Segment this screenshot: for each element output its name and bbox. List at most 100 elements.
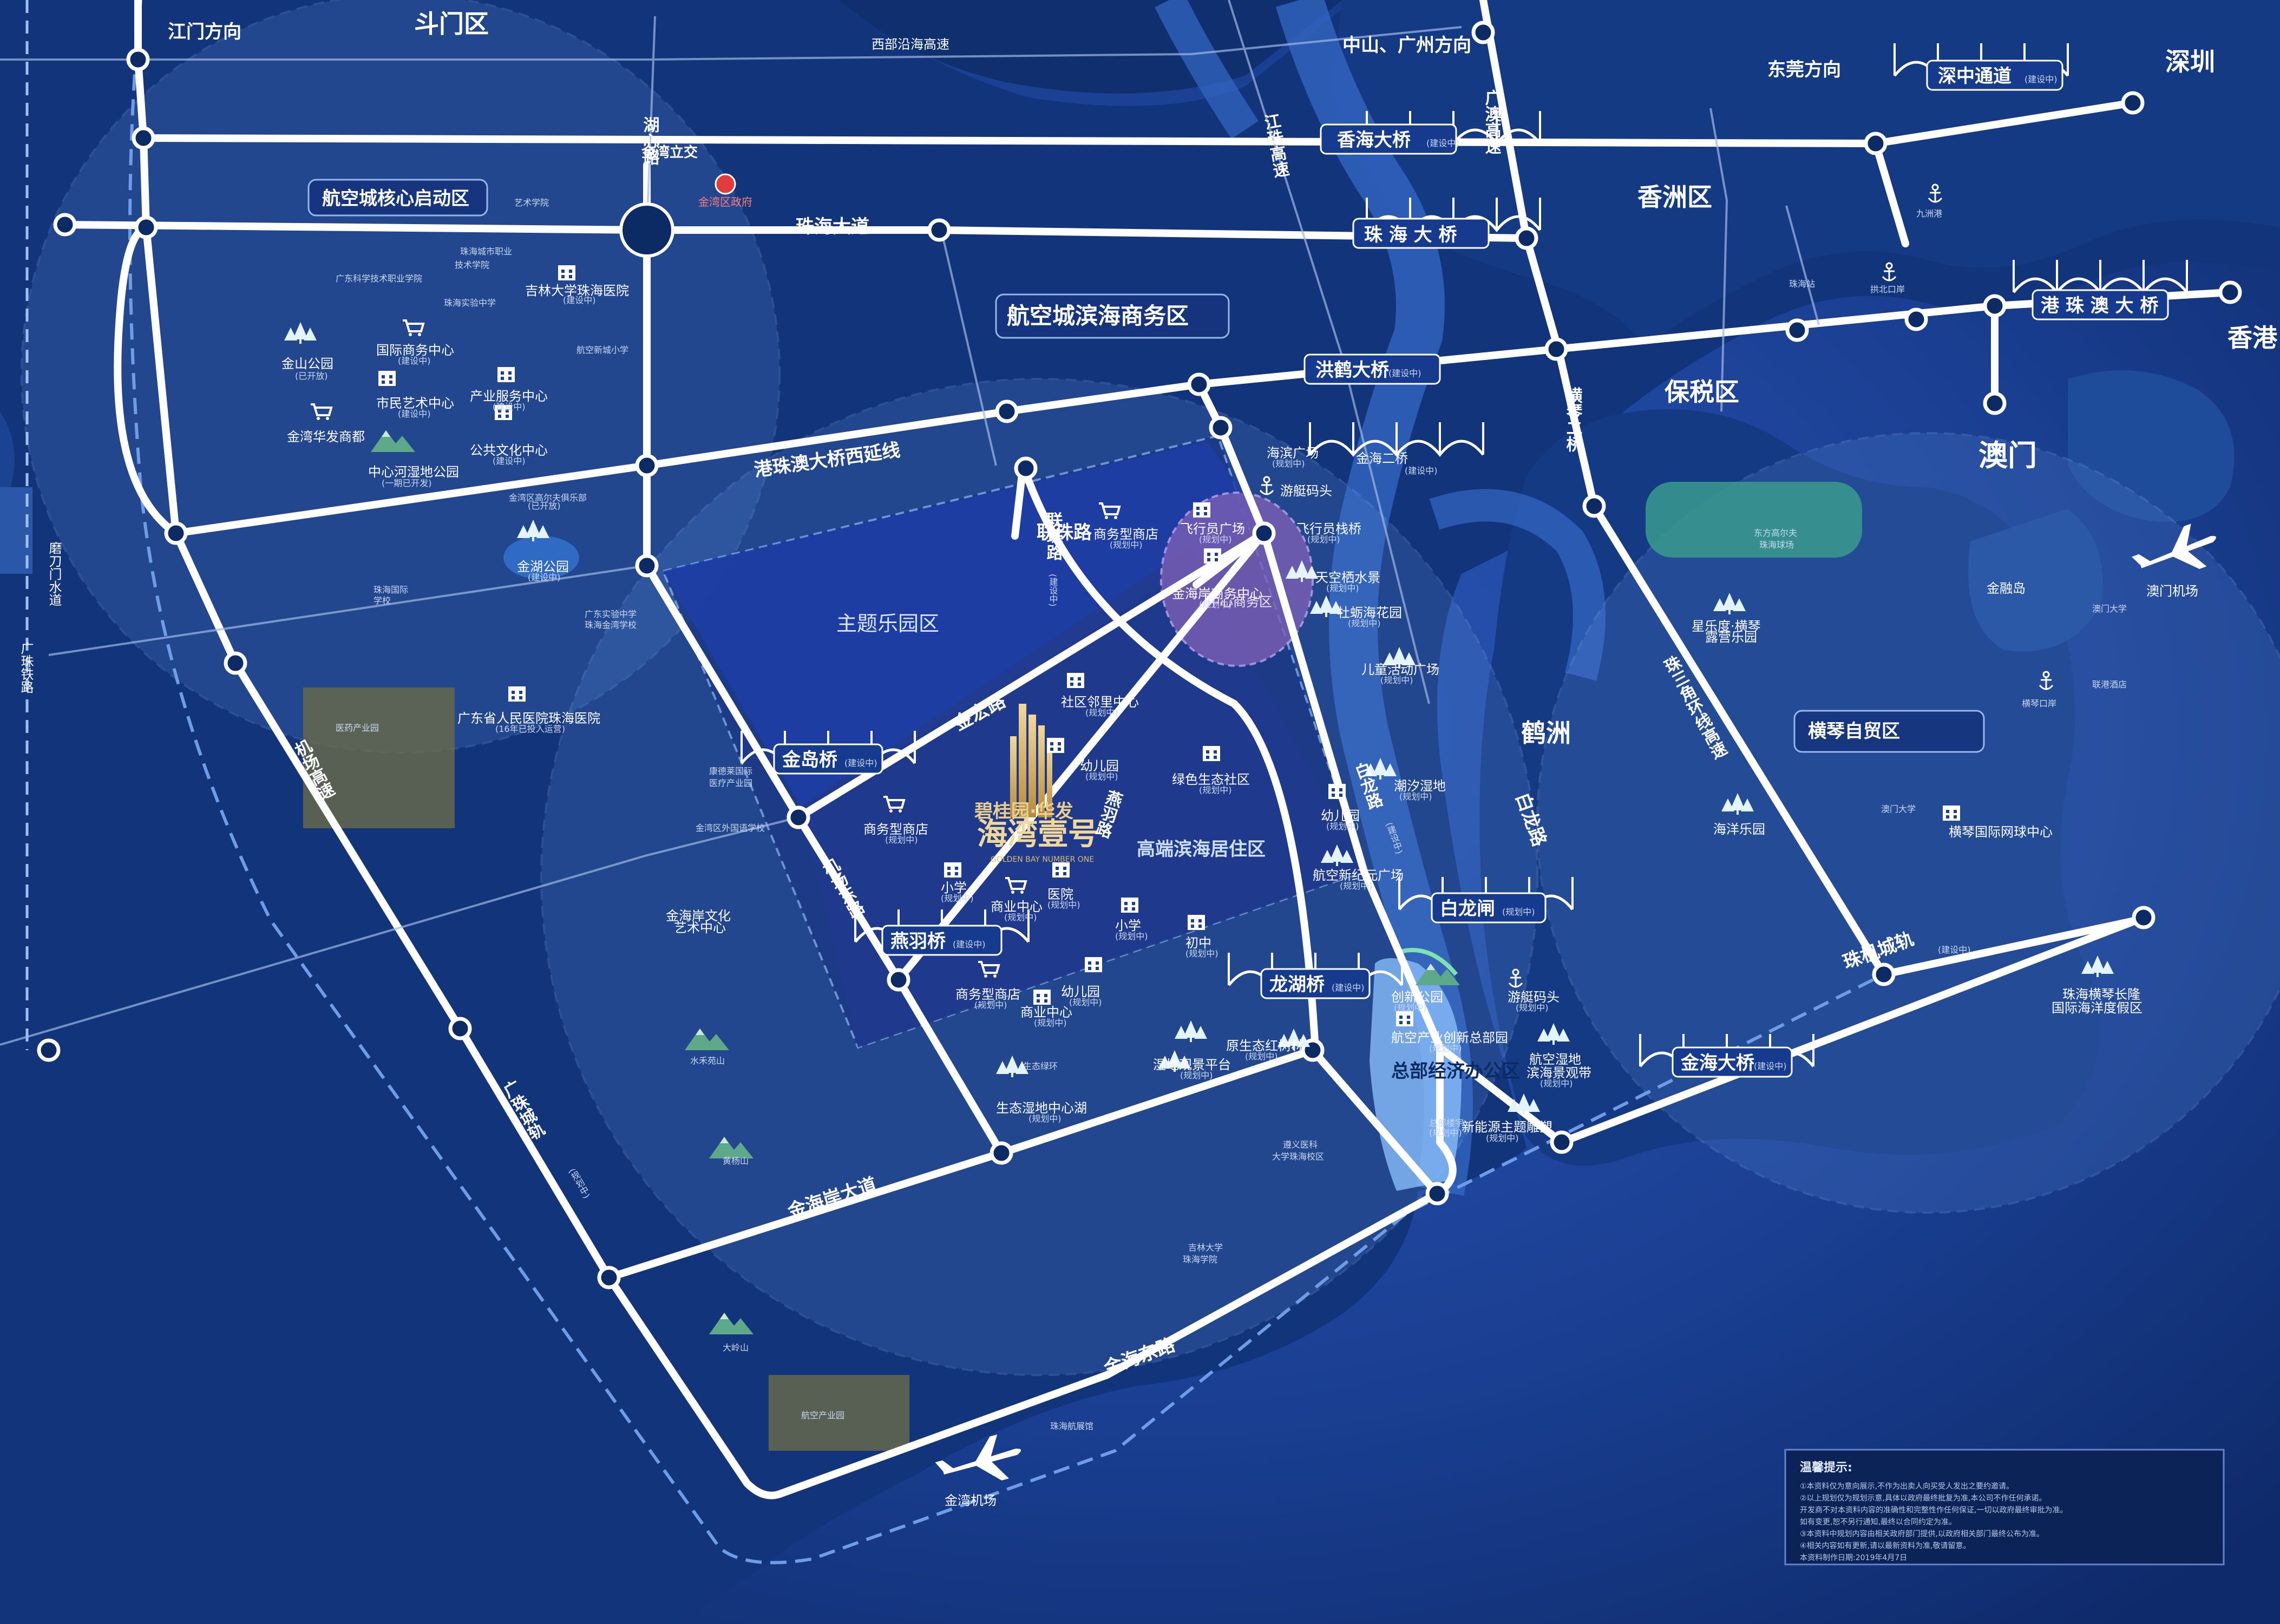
svg-text:滨海景观带: 滨海景观带 bbox=[1526, 1065, 1591, 1081]
svg-text:(规划中): (规划中) bbox=[1069, 997, 1102, 1007]
svg-text:飞行员广场: 飞行员广场 bbox=[1180, 521, 1245, 536]
svg-text:澳门大学: 澳门大学 bbox=[1881, 804, 1916, 814]
svg-text:商务型商店: 商务型商店 bbox=[863, 822, 928, 837]
svg-text:新能源主题雕塑: 新能源主题雕塑 bbox=[1462, 1119, 1552, 1135]
svg-text:海滨广场: 海滨广场 bbox=[1267, 446, 1319, 461]
svg-text:艺术学院: 艺术学院 bbox=[514, 198, 549, 208]
district-doumen: 斗门区 bbox=[414, 9, 489, 38]
svg-text:(建设中): (建设中) bbox=[398, 409, 431, 419]
svg-text:康德莱国际: 康德莱国际 bbox=[709, 766, 752, 776]
svg-text:游艇码头: 游艇码头 bbox=[1280, 483, 1332, 499]
svg-text:水禾苑山: 水禾苑山 bbox=[690, 1056, 725, 1066]
svg-text:广东省人民医院珠海医院: 广东省人民医院珠海医院 bbox=[457, 711, 600, 726]
svg-text:医院: 医院 bbox=[1047, 887, 1073, 902]
svg-text:(规划中): (规划中) bbox=[1085, 771, 1118, 782]
bridge-zhuhai-label: 珠 海 大 桥 bbox=[1364, 224, 1457, 246]
bridge-longhu-label: 龙湖桥 bbox=[1269, 974, 1325, 996]
svg-text:创新公园: 创新公园 bbox=[1391, 990, 1443, 1005]
svg-text:黄杨山: 黄杨山 bbox=[723, 1156, 749, 1166]
svg-text:③本资料中规划内容由相关政府部门提供,以政府相关部门最终公布: ③本资料中规划内容由相关政府部门提供,以政府相关部门最终公布为准。 bbox=[1800, 1529, 2044, 1538]
svg-text:航空新城小学: 航空新城小学 bbox=[576, 345, 628, 355]
svg-text:澳门大学: 澳门大学 bbox=[2092, 604, 2127, 614]
svg-text:拱北口岸: 拱北口岸 bbox=[1870, 284, 1905, 294]
bridge-shenzhong-label: 深中通道 bbox=[1938, 66, 2012, 87]
svg-text:本资料制作日期:2019年4月7日: 本资料制作日期:2019年4月7日 bbox=[1800, 1554, 1907, 1562]
svg-text:湖心路: 湖心路 bbox=[640, 116, 660, 165]
road-junctions bbox=[37, 21, 2242, 1289]
svg-text:广澳高速: 广澳高速 bbox=[1482, 89, 1502, 155]
svg-text:东方高尔夫: 东方高尔夫 bbox=[1754, 528, 1797, 538]
golf-area bbox=[1646, 482, 1862, 558]
svg-text:(建设中): (建设中) bbox=[1048, 574, 1058, 606]
svg-text:(规划中): (规划中) bbox=[1199, 534, 1232, 545]
svg-text:(建设中): (建设中) bbox=[1938, 945, 1971, 955]
svg-text:(建设中): (建设中) bbox=[398, 356, 431, 366]
project-name: 海湾壹号 bbox=[977, 817, 1098, 852]
svg-text:联港酒店: 联港酒店 bbox=[2092, 679, 2127, 690]
svg-text:横琴二桥: 横琴二桥 bbox=[1563, 387, 1583, 453]
svg-text:幼儿园: 幼儿园 bbox=[1061, 984, 1100, 999]
svg-text:(建设中): (建设中) bbox=[2025, 74, 2058, 84]
svg-text:(规划中): (规划中) bbox=[1185, 948, 1218, 959]
svg-text:(规划中): (规划中) bbox=[1486, 1133, 1519, 1143]
svg-text:初中: 初中 bbox=[1185, 935, 1211, 951]
svg-text:国际海洋度假区: 国际海洋度假区 bbox=[2052, 1000, 2143, 1016]
svg-text:艺术中心: 艺术中心 bbox=[674, 920, 726, 935]
svg-text:(规划中): (规划中) bbox=[1047, 900, 1080, 910]
svg-text:(规划中): (规划中) bbox=[1326, 821, 1359, 831]
svg-text:广东科学技术职业学院: 广东科学技术职业学院 bbox=[336, 273, 422, 284]
svg-text:学校: 学校 bbox=[374, 595, 391, 606]
svg-text:联珠路: 联珠路 bbox=[1044, 512, 1063, 560]
svg-text:商务型商店: 商务型商店 bbox=[955, 987, 1020, 1002]
svg-text:(规划中): (规划中) bbox=[1245, 1051, 1278, 1062]
district-macau: 澳门 bbox=[1978, 438, 2037, 473]
svg-text:星乐度·横琴: 星乐度·横琴 bbox=[1692, 619, 1761, 634]
svg-text:吉林大学: 吉林大学 bbox=[1188, 1242, 1223, 1253]
road-zhuhai-ave: 珠海大道 bbox=[796, 216, 869, 238]
svg-text:(规划中): (规划中) bbox=[1516, 1003, 1549, 1013]
svg-text:(规划中): (规划中) bbox=[1380, 675, 1413, 685]
svg-text:(规划中): (规划中) bbox=[1429, 1043, 1462, 1053]
bio-park-area bbox=[303, 687, 455, 828]
project-developer: 碧桂园·华发 bbox=[974, 801, 1073, 822]
svg-text:医药产业园: 医药产业园 bbox=[336, 723, 379, 733]
svg-text:广珠铁路: 广珠铁路 bbox=[18, 641, 34, 693]
svg-text:幼儿园: 幼儿园 bbox=[1321, 808, 1360, 823]
bridge-honghe-label: 洪鹤大桥 bbox=[1315, 359, 1389, 381]
svg-text:公共文化中心: 公共文化中心 bbox=[470, 443, 548, 458]
svg-text:(建设中): (建设中) bbox=[493, 402, 526, 412]
svg-text:产业服务中心: 产业服务中心 bbox=[470, 389, 548, 404]
road-network bbox=[61, 0, 2234, 1499]
svg-text:广东实验中学: 广东实验中学 bbox=[585, 609, 637, 619]
svg-text:中心河湿地公园: 中心河湿地公园 bbox=[368, 464, 459, 480]
jinwan-junction-label: 金湾立交 bbox=[641, 144, 698, 161]
svg-text:磨刀门水道: 磨刀门水道 bbox=[47, 541, 62, 606]
svg-text:小学: 小学 bbox=[941, 880, 967, 895]
direction-jiangmen: 江门方向 bbox=[168, 21, 241, 43]
svg-text:吉林大学珠海医院: 吉林大学珠海医院 bbox=[525, 283, 629, 298]
svg-text:总部楼宇: 总部楼宇 bbox=[1429, 1118, 1464, 1128]
bridge-jinhai2-label: 金海二桥 bbox=[1356, 451, 1408, 466]
bridge-hongkong-macau-label: 港 珠 澳 大 桥 bbox=[2041, 295, 2158, 317]
svg-text:(规划中): (规划中) bbox=[1502, 907, 1535, 917]
svg-text:(规划中): (规划中) bbox=[1307, 534, 1340, 545]
svg-text:(建设中): (建设中) bbox=[844, 758, 877, 768]
direction-hongkong: 香港 bbox=[2227, 323, 2278, 352]
svg-text:(规划中): (规划中) bbox=[1429, 1128, 1462, 1138]
poi-icons bbox=[284, 173, 2114, 1334]
svg-text:(建设中): (建设中) bbox=[1332, 983, 1365, 993]
zone-aviation-cbd: 航空城滨海商务区 bbox=[1007, 303, 1189, 329]
svg-text:(规划中): (规划中) bbox=[885, 835, 918, 845]
svg-text:(规划中): (规划中) bbox=[1340, 881, 1373, 891]
svg-text:珠海城市职业: 珠海城市职业 bbox=[460, 246, 512, 257]
svg-text:商业中心: 商业中心 bbox=[991, 899, 1043, 914]
svg-text:(一期已开发): (一期已开发) bbox=[382, 478, 432, 488]
svg-text:(已开放): (已开放) bbox=[528, 501, 561, 511]
svg-text:(规划中): (规划中) bbox=[1034, 1018, 1067, 1028]
label-pills bbox=[307, 60, 2169, 1078]
svg-text:珠海金湾学校: 珠海金湾学校 bbox=[585, 620, 637, 630]
svg-text:珠海横琴长隆: 珠海横琴长隆 bbox=[2062, 987, 2140, 1002]
direction-dongguan: 东莞方向 bbox=[1767, 59, 1841, 81]
bridge-jinhai-label: 金海大桥 bbox=[1680, 1052, 1754, 1074]
direction-zhongshan: 中山、广州方向 bbox=[1342, 35, 1471, 56]
